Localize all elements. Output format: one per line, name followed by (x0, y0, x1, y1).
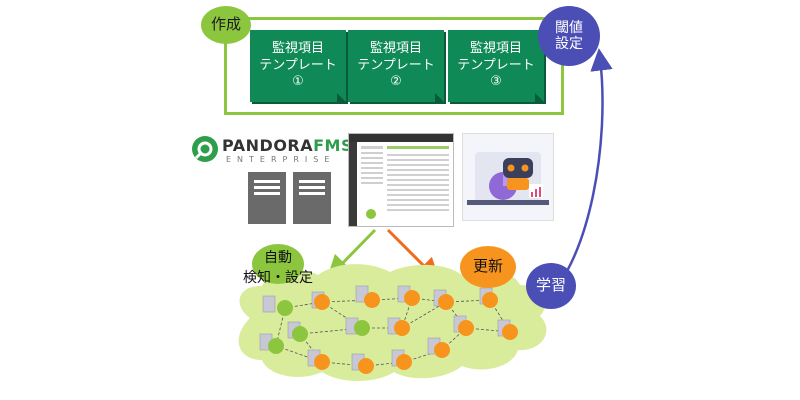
threshold-label-2: 設定 (555, 36, 583, 52)
learning-badge: 学習 (526, 263, 576, 309)
green-nodes (268, 300, 370, 354)
pandora-logo-icon (192, 136, 218, 162)
template-3-line2: テンプレート (457, 57, 535, 73)
template-1-line2: テンプレート (259, 57, 337, 73)
template-card-2: 監視項目 テンプレート ② (348, 30, 445, 103)
page-curl (435, 93, 445, 103)
page-curl (337, 93, 347, 103)
template-card-1: 監視項目 テンプレート ① (250, 30, 347, 103)
template-1-line1: 監視項目 (271, 40, 324, 56)
orange-nodes (314, 290, 518, 374)
threshold-label-1: 閾値 (555, 19, 583, 36)
create-badge: 作成 (201, 6, 251, 44)
update-badge: 更新 (460, 246, 516, 288)
auto-detect-arrow (326, 228, 377, 280)
logo-name-green: FMS (313, 136, 353, 155)
pandora-logo: PANDORAFMS ENTERPRISE (190, 134, 353, 164)
console-screenshot-graphic (349, 134, 453, 226)
ai-robot-illustration (462, 133, 554, 221)
template-2-line1: 監視項目 (369, 40, 422, 56)
server-icon (293, 172, 331, 224)
template-3-line3: ③ (490, 74, 502, 90)
robot-graphic (467, 152, 549, 205)
auto-label-line1: 自動 (264, 250, 292, 266)
template-2-line2: テンプレート (357, 57, 435, 73)
auto-label-line2: 検知・設定 (243, 270, 313, 286)
auto-detect-label: 自動 検知・設定 (222, 248, 334, 288)
update-label: 更新 (472, 257, 503, 276)
logo-edition: ENTERPRISE (226, 155, 336, 164)
template-3-line1: 監視項目 (469, 40, 522, 56)
server-nodes (259, 285, 511, 371)
server-icon (248, 172, 286, 224)
auto-detect-badge (252, 244, 304, 284)
update-arrow (386, 228, 441, 283)
logo-name-dark: PANDORA (222, 136, 314, 155)
page-curl (535, 93, 545, 103)
template-2-line3: ② (390, 74, 402, 90)
network-links (275, 297, 511, 367)
template-1-line3: ① (292, 74, 304, 90)
template-card-3: 監視項目 テンプレート ③ (448, 30, 545, 103)
console-screenshot (348, 133, 454, 227)
learning-label: 学習 (535, 276, 566, 295)
create-label: 作成 (210, 15, 241, 34)
threshold-badge: 閾値 設定 (538, 6, 600, 66)
